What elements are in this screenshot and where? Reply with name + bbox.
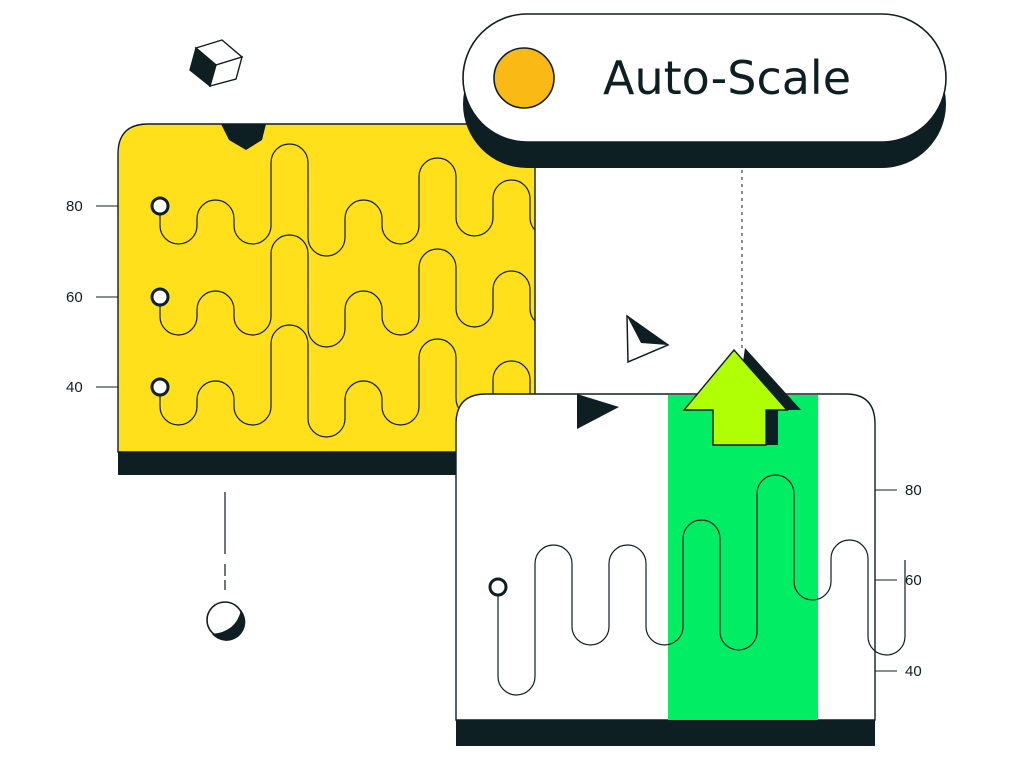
wave-start-dot — [150, 287, 170, 307]
wave-line — [159, 234, 535, 348]
left-axis-tick-label: 40 — [66, 379, 83, 396]
auto-scale-pill: Auto-Scale — [462, 13, 947, 168]
right-wave-line — [488, 474, 906, 696]
half-circle-icon — [206, 601, 246, 641]
left-axis-tick-label: 80 — [66, 198, 83, 215]
wave-line — [159, 324, 535, 438]
right-axis-tick-label: 40 — [905, 663, 922, 680]
left-panel-base-bar — [118, 452, 535, 475]
left-wave-lines — [150, 143, 535, 438]
scale-highlight-band — [668, 395, 818, 720]
wave-start-dot — [488, 577, 508, 597]
left-axis-tick-label: 60 — [66, 289, 83, 306]
cube-icon — [189, 39, 244, 88]
right-chart-panel — [455, 393, 906, 746]
wave-line — [497, 474, 906, 696]
play-icon — [577, 394, 619, 429]
scale-up-arrow-icon — [682, 348, 801, 446]
right-axis-tick-label: 60 — [905, 572, 922, 589]
pill-body — [462, 13, 947, 143]
wave-start-dot — [150, 196, 170, 216]
left-chart-panel — [117, 123, 536, 475]
pill-status-dot — [493, 47, 555, 109]
right-panel-base-bar — [456, 720, 875, 746]
pointer-icon — [626, 314, 670, 364]
wave-line — [159, 143, 535, 257]
right-axis-tick-label: 80 — [905, 482, 922, 499]
pentagon-notch-icon — [221, 124, 266, 150]
right-axis: 80 60 40 — [875, 482, 922, 680]
left-axis: 80 60 40 — [66, 198, 118, 396]
wave-start-dot — [150, 377, 170, 397]
pill-label: Auto-Scale — [603, 51, 851, 105]
